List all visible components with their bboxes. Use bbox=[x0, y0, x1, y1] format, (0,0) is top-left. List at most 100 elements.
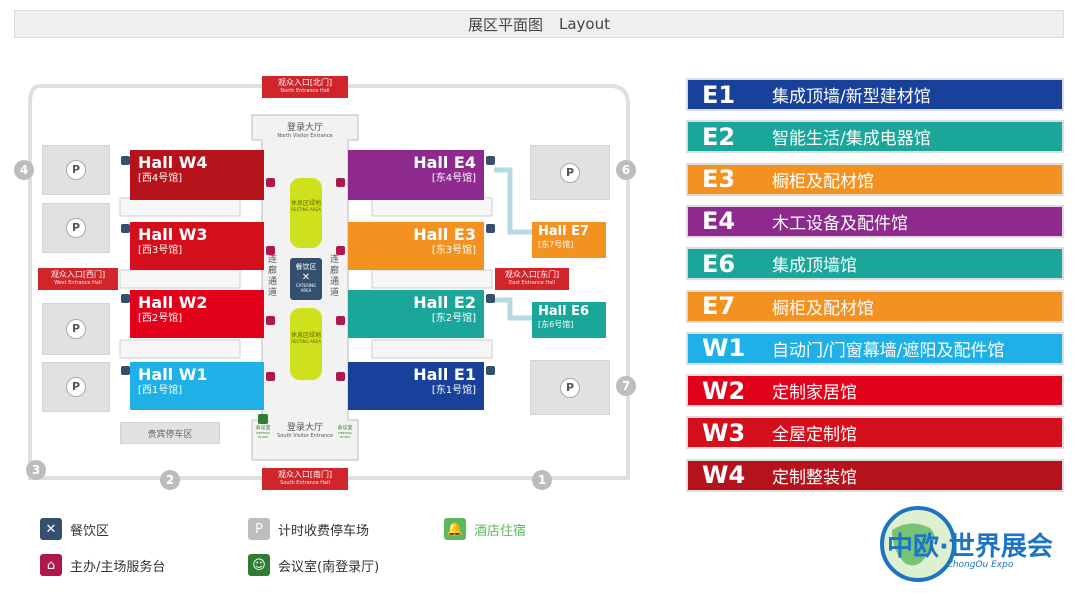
south-entrance-en: South Entrance Hall bbox=[280, 480, 330, 486]
hall-w1[interactable]: Hall W1 [西1号馆] bbox=[130, 362, 264, 410]
legend-hall-code: W2 bbox=[702, 376, 746, 405]
legend-hall-desc: 智能生活/集成电器馆 bbox=[772, 129, 931, 150]
parking-lot: P bbox=[42, 303, 110, 355]
globe-icon bbox=[880, 506, 956, 582]
hall-e2[interactable]: Hall E2 [东2号馆] bbox=[348, 290, 484, 338]
gate-2: 2 bbox=[160, 470, 180, 490]
west-entrance: 观众入口[西门] West Entrance Hall bbox=[38, 268, 118, 290]
legend-meeting-room: ☺ 会议室(南登录厅) bbox=[248, 554, 379, 576]
rest-area-south-en: RESTING AREA bbox=[291, 339, 321, 344]
rest-area-south-zh: 休息区绿地 bbox=[290, 332, 321, 339]
meeting-room-right: 会议室 MEETING ROOM bbox=[334, 424, 356, 439]
legend-hall-desc: 全屋定制馆 bbox=[772, 425, 857, 446]
house-icon: ⌂ bbox=[40, 554, 62, 576]
hall-e6-zh: [东6号馆] bbox=[538, 320, 574, 329]
hall-e4-zh: [东4号馆] bbox=[431, 173, 476, 184]
north-entrance: 观众入口[北门] North Entrance Hall bbox=[262, 76, 348, 98]
meeting-left-zh: 会议室 bbox=[255, 425, 271, 431]
catering-zh: 餐饮区 bbox=[295, 263, 317, 271]
gate-6: 6 bbox=[616, 160, 636, 180]
legend-hotel-label: 酒店住宿 bbox=[474, 523, 527, 539]
hall-e4[interactable]: Hall E4 [东4号馆] bbox=[348, 150, 484, 200]
parking-lot: P bbox=[42, 362, 110, 412]
hall-w4[interactable]: Hall W4 [西4号馆] bbox=[130, 150, 264, 200]
parking-icon: P bbox=[66, 160, 86, 180]
hall-e6-name: Hall E6 bbox=[538, 304, 590, 319]
hall-e7[interactable]: Hall E7 [东7号馆] bbox=[532, 222, 606, 258]
title-en: Layout bbox=[559, 15, 610, 33]
legend-hall-code: E2 bbox=[702, 122, 736, 151]
hall-w3-name: Hall W3 bbox=[138, 225, 208, 244]
logo-text-en: ZhongOu Expo bbox=[946, 560, 1014, 570]
hall-e3-name: Hall E3 bbox=[413, 225, 476, 244]
catering-en: CATERING AREA bbox=[295, 283, 317, 293]
hall-w2[interactable]: Hall W2 [西2号馆] bbox=[130, 290, 264, 338]
legend-hall-e2: E2 智能生活/集成电器馆 bbox=[686, 120, 1064, 154]
catering-fork-knife-icon: ✕ bbox=[301, 272, 311, 283]
legend-hall-code: W4 bbox=[702, 461, 746, 490]
legend-hall-desc: 木工设备及配件馆 bbox=[772, 213, 908, 234]
service-desk-icon bbox=[336, 372, 345, 381]
parking-lot: P bbox=[42, 203, 110, 253]
hall-w2-name: Hall W2 bbox=[138, 293, 208, 312]
meeting-room-left: 会议室 MEETING ROOM bbox=[252, 414, 274, 439]
parking-icon: P bbox=[560, 162, 580, 183]
legend-parking-label: 计时收费停车场 bbox=[278, 523, 370, 539]
gate-4: 4 bbox=[14, 160, 34, 180]
parking-lot: P bbox=[530, 360, 610, 415]
hall-e7-name: Hall E7 bbox=[538, 224, 590, 239]
east-entrance-en: East Entrance Hall bbox=[509, 280, 555, 286]
legend-hall-desc: 集成顶墙/新型建材馆 bbox=[772, 87, 931, 107]
meeting-right-zh: 会议室 bbox=[337, 425, 353, 431]
north-entrance-en: North Entrance Hall bbox=[280, 88, 330, 94]
west-entrance-en: West Entrance Hall bbox=[54, 280, 102, 286]
catering-icon bbox=[121, 224, 130, 233]
service-desk-icon bbox=[266, 246, 275, 255]
hall-e2-zh: [东2号馆] bbox=[431, 313, 476, 324]
legend-service-desk-label: 主办/主场服务台 bbox=[70, 559, 166, 575]
legend-hall-code: W3 bbox=[702, 418, 746, 447]
hall-w4-name: Hall W4 bbox=[138, 153, 208, 172]
parking-lot: P bbox=[42, 145, 110, 195]
legend-catering: ✕ 餐饮区 bbox=[40, 518, 109, 540]
hall-w3[interactable]: Hall W3 [西3号馆] bbox=[130, 222, 264, 270]
parking-icon: P bbox=[560, 377, 580, 398]
legend-hall-desc: 橱柜及配材馆 bbox=[772, 171, 874, 192]
hall-e3[interactable]: Hall E3 [东3号馆] bbox=[348, 222, 484, 270]
service-desk-icon bbox=[266, 316, 275, 325]
south-entrance: 观众入口[南门] South Entrance Hall bbox=[262, 468, 348, 490]
hall-e7-zh: [东7号馆] bbox=[538, 240, 574, 249]
legend-meeting-room-label: 会议室(南登录厅) bbox=[278, 559, 380, 575]
meeting-right-en: MEETING ROOM bbox=[338, 431, 352, 439]
east-entrance: 观众入口[东门] East Entrance Hall bbox=[495, 268, 569, 290]
parking-icon: P bbox=[248, 518, 270, 540]
hall-e2-name: Hall E2 bbox=[413, 293, 476, 312]
hall-e1[interactable]: Hall E1 [东1号馆] bbox=[348, 362, 484, 410]
catering-area: 餐饮区 ✕ CATERING AREA bbox=[290, 262, 322, 293]
legend-hall-code: W1 bbox=[702, 334, 746, 363]
corridor-right: 连廊通道 bbox=[330, 255, 340, 298]
north-entrance-zh: 观众入口[北门] bbox=[277, 78, 333, 87]
meeting-left-en: MEETING ROOM bbox=[256, 431, 270, 439]
catering-icon bbox=[486, 294, 495, 303]
legend-parking: P 计时收费停车场 bbox=[248, 518, 369, 540]
legend-hall-desc: 自动门/门窗幕墙/遮阳及配件馆 bbox=[772, 340, 1005, 361]
hall-e6[interactable]: Hall E6 [东6号馆] bbox=[532, 302, 606, 338]
gate-1: 1 bbox=[532, 470, 552, 490]
legend-hall-code: E7 bbox=[702, 292, 736, 320]
legend-hall-w2: W2 定制家居馆 bbox=[686, 374, 1064, 408]
meeting-icon bbox=[258, 414, 268, 424]
parking-icon: P bbox=[66, 319, 86, 339]
hall-e1-zh: [东1号馆] bbox=[431, 385, 476, 396]
parking-icon: P bbox=[66, 377, 86, 397]
hall-e1-name: Hall E1 bbox=[413, 365, 476, 384]
rest-area-north-zh: 休息区绿地 bbox=[290, 200, 321, 207]
legend-hall-desc: 定制家居馆 bbox=[772, 383, 857, 404]
hall-e3-zh: [东3号馆] bbox=[431, 245, 476, 256]
legend-hall-desc: 定制整装馆 bbox=[772, 467, 857, 488]
catering-icon bbox=[486, 156, 495, 165]
service-desk-icon bbox=[336, 246, 345, 255]
